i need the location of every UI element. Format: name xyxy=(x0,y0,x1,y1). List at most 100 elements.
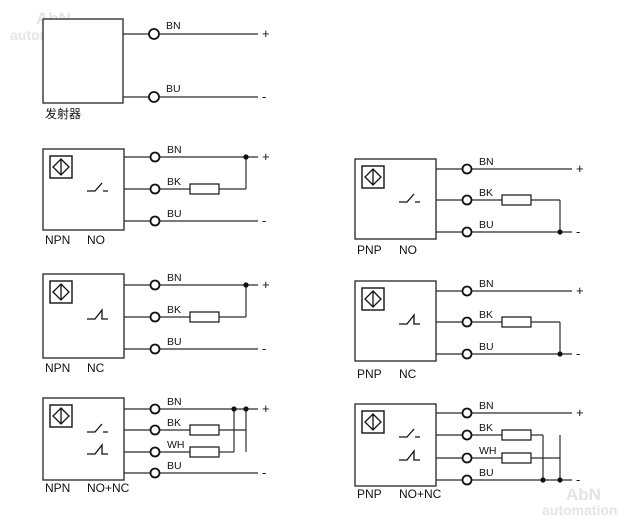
sensor-box xyxy=(354,403,437,487)
junction-dot xyxy=(557,351,563,357)
terminal xyxy=(461,474,473,486)
sensor-type-label: PNP xyxy=(357,487,382,501)
polarity-plus: + xyxy=(262,277,270,292)
terminal xyxy=(149,467,161,479)
output-type-label: NO xyxy=(87,233,105,247)
output-type-label: NO+NC xyxy=(87,481,130,495)
junction-dot xyxy=(231,406,237,412)
polarity-minus: - xyxy=(576,346,580,361)
load-resistor xyxy=(501,429,532,441)
terminal xyxy=(461,285,473,297)
wire-label-bn: BN xyxy=(479,156,494,168)
terminal xyxy=(461,194,473,206)
wire-label-bn: BN xyxy=(167,144,182,156)
junction-dot xyxy=(540,477,546,483)
terminal xyxy=(148,28,160,40)
wire-label-bn: BN xyxy=(479,400,494,412)
terminal xyxy=(149,183,161,195)
sensor-type-label: PNP xyxy=(357,367,382,381)
nc-switch-icon xyxy=(87,308,108,320)
wire-label-bk: BK xyxy=(167,176,181,188)
emitter-caption: 发射器 xyxy=(45,106,81,121)
polarity-minus: - xyxy=(262,465,266,480)
polarity-plus: + xyxy=(576,161,584,176)
wire-label-bu: BU xyxy=(479,341,494,353)
sensor-type-label: NPN xyxy=(45,361,70,375)
polarity-plus: + xyxy=(576,283,584,298)
polarity-minus: - xyxy=(262,89,266,104)
polarity-plus: + xyxy=(262,26,270,41)
nc-switch-icon xyxy=(399,449,420,461)
sensor-symbol-icon xyxy=(49,155,73,179)
terminal xyxy=(461,452,473,464)
sensor-box xyxy=(42,273,125,359)
no-switch-icon xyxy=(87,423,108,433)
terminal xyxy=(461,429,473,441)
sensor-box xyxy=(354,280,437,362)
junction-dot xyxy=(243,154,249,160)
output-type-label: NO xyxy=(399,243,417,257)
nc-switch-icon xyxy=(87,443,108,455)
wire-label-bu: BU xyxy=(167,336,182,348)
terminal xyxy=(149,279,161,291)
watermark-bottom: AbN automation xyxy=(542,485,617,518)
sensor-box xyxy=(354,158,437,240)
watermark-sub-text: automation xyxy=(542,502,617,518)
sensor-symbol-icon xyxy=(361,165,385,189)
sensor-type-label: PNP xyxy=(357,243,382,257)
wire-label-bu: BU xyxy=(167,208,182,220)
junction-dot xyxy=(243,406,249,412)
no-switch-icon xyxy=(399,193,420,203)
load-resistor xyxy=(189,446,220,458)
sensor-type-label: NPN xyxy=(45,233,70,247)
terminal xyxy=(149,424,161,436)
terminal xyxy=(461,226,473,238)
terminal xyxy=(148,91,160,103)
terminal xyxy=(149,311,161,323)
wire-label-bk: BK xyxy=(167,417,181,429)
terminal xyxy=(149,343,161,355)
polarity-minus: - xyxy=(262,341,266,356)
sensor-symbol-icon xyxy=(49,280,73,304)
wire-label-bk: BK xyxy=(167,304,181,316)
wire-label-wh: WH xyxy=(479,445,497,457)
emitter-diagram: BN + BU - 发射器 xyxy=(42,18,270,121)
terminal xyxy=(149,215,161,227)
polarity-minus: - xyxy=(262,213,266,228)
output-type-label: NC xyxy=(87,361,105,375)
sensor-diagrams: BN BK BU + - NPN NO BN BK BU + - PNP NO BN BK BU + - NPN NC B… xyxy=(42,144,584,501)
terminal xyxy=(461,316,473,328)
terminal xyxy=(149,151,161,163)
polarity-plus: + xyxy=(262,149,270,164)
wire-label-bn: BN xyxy=(167,396,182,408)
emitter-box xyxy=(42,18,124,104)
no-switch-icon xyxy=(87,182,108,192)
wire-label-bu: BU xyxy=(479,467,494,479)
sensor-box xyxy=(42,397,125,481)
wire-label-bn: BN xyxy=(479,278,494,290)
wire-label-bk: BK xyxy=(479,187,493,199)
sensor-symbol-icon xyxy=(361,410,385,434)
wire-label-bu: BU xyxy=(167,460,182,472)
sensor-box xyxy=(42,148,125,231)
terminal xyxy=(461,348,473,360)
terminal xyxy=(149,446,161,458)
wire-label-bk: BK xyxy=(479,422,493,434)
polarity-plus: + xyxy=(262,401,270,416)
junction-dot xyxy=(557,229,563,235)
terminal xyxy=(149,403,161,415)
terminal xyxy=(461,163,473,175)
watermark-logo-text: AbN xyxy=(566,485,601,504)
wire-label-bu: BU xyxy=(479,219,494,231)
junction-dot xyxy=(557,477,563,483)
load-resistor xyxy=(501,452,532,464)
sensor-symbol-icon xyxy=(49,404,73,428)
output-type-label: NC xyxy=(399,367,417,381)
load-resistor xyxy=(189,424,220,436)
